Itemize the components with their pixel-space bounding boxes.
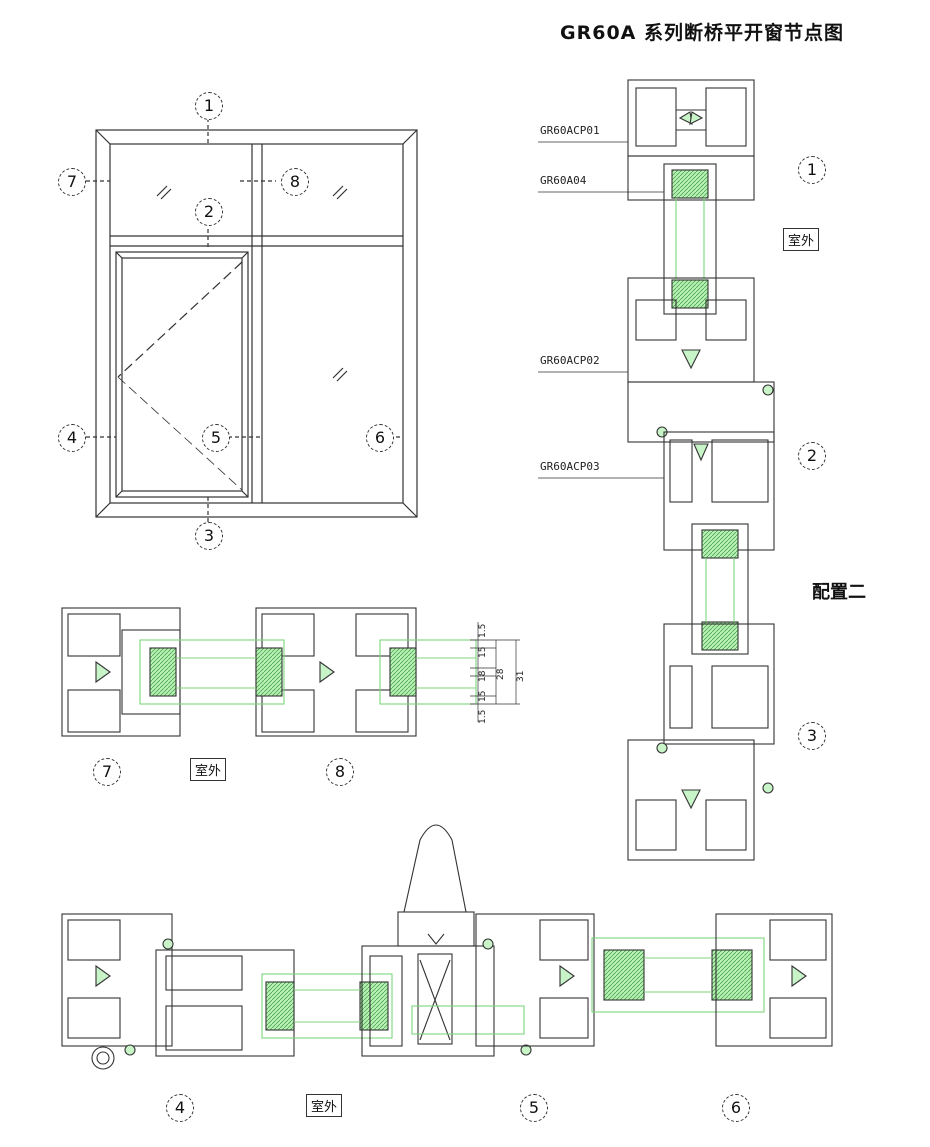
profile-code-cp03: GR60ACP03 [540,460,600,473]
profile-code-cp01: GR60ACP01 [540,124,600,137]
marker-3-elevation: 3 [195,522,223,550]
marker-7-elevation: 7 [58,168,86,196]
dimension-31: 31 [516,670,526,682]
dimension-28: 28 [496,668,506,680]
marker-5-elevation: 5 [202,424,230,452]
outdoor-label-vertical: 室外 [783,228,820,251]
marker-2-elevation: 2 [195,198,223,226]
section-4-5-6 [61,824,833,1070]
marker-4-section: 4 [166,1094,194,1122]
marker-2-section: 2 [798,442,826,470]
profile-code-cp02: GR60ACP02 [540,354,600,367]
marker-7-section: 7 [93,758,121,786]
profile-code-a04: GR60A04 [540,174,587,187]
marker-6-section: 6 [722,1094,750,1122]
section-7-8 [61,607,520,737]
marker-6-elevation: 6 [366,424,394,452]
marker-8-section: 8 [326,758,354,786]
marker-1-elevation: 1 [195,92,223,120]
marker-8-elevation: 8 [281,168,309,196]
marker-1-section: 1 [798,156,826,184]
outdoor-label-456: 室外 [306,1094,343,1117]
page-title: GR60A 系列断桥平开窗节点图 [560,22,844,44]
window-elevation [86,118,418,524]
config-label: 配置二 [812,582,866,603]
marker-3-section: 3 [798,722,826,750]
marker-4-elevation: 4 [58,424,86,452]
dimension-1-5-top: 1.5 [478,623,488,638]
dimension-15-bottom: 15 [478,690,488,702]
outdoor-label-78: 室外 [190,758,227,781]
marker-5-section: 5 [520,1094,548,1122]
dimension-15-top: 15 [478,646,488,658]
vertical-section [538,79,775,861]
dimension-18: 18 [478,670,488,682]
dimension-1-5-bottom: 1.5 [478,709,488,724]
